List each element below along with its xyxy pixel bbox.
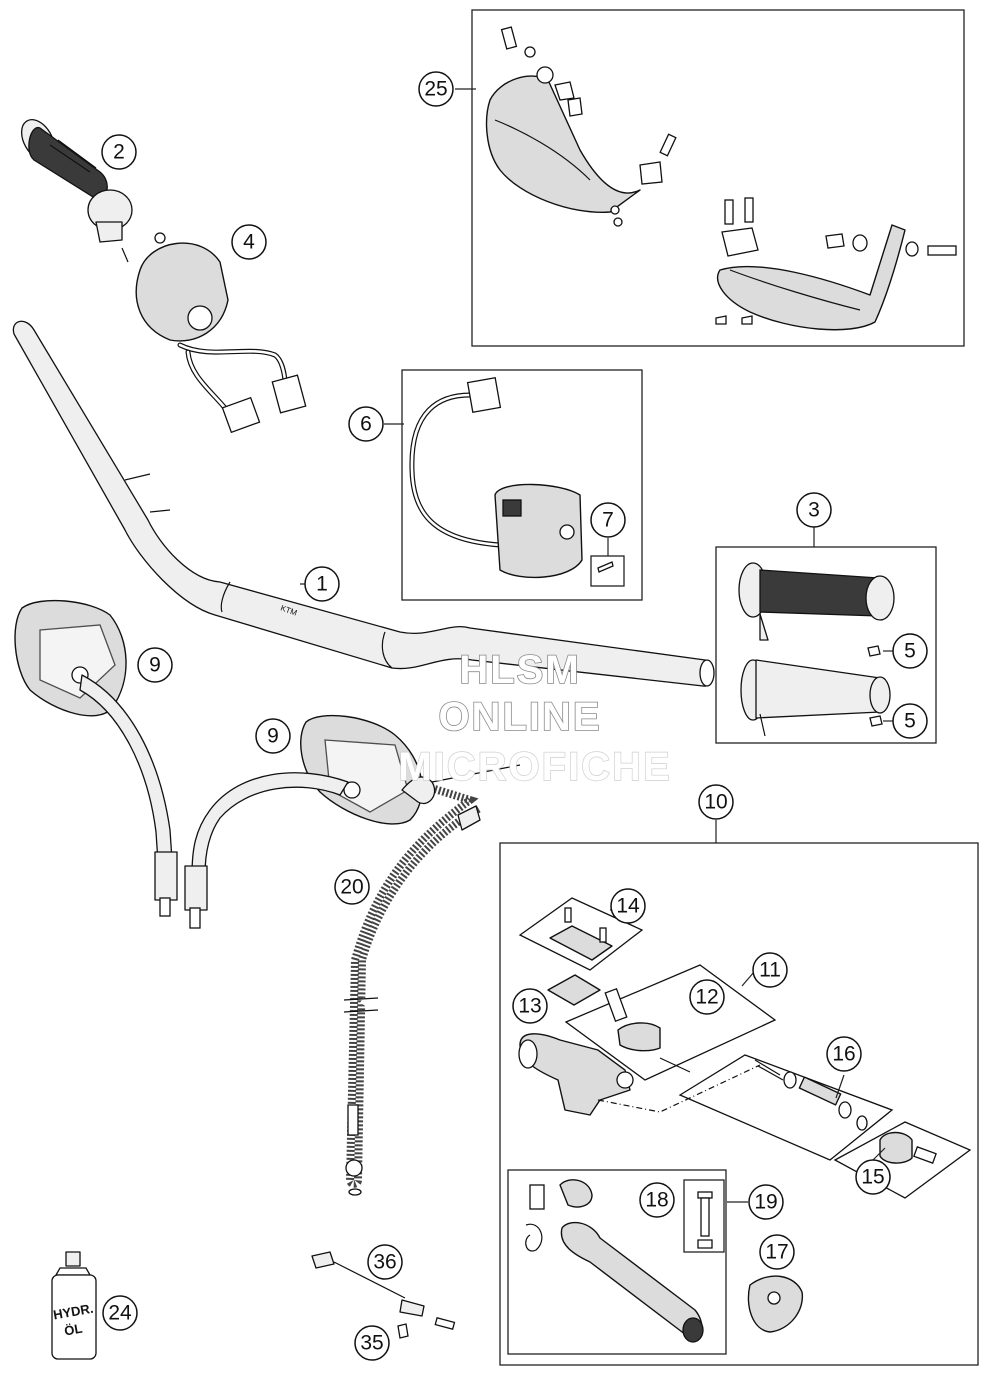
clutch-cover-14 xyxy=(518,897,644,971)
svg-text:17: 17 xyxy=(765,1241,788,1264)
callout-3: 3 xyxy=(796,492,832,528)
svg-text:4: 4 xyxy=(243,231,255,254)
svg-text:19: 19 xyxy=(754,1191,777,1214)
callout-11: 11 xyxy=(752,952,788,988)
svg-text:16: 16 xyxy=(832,1043,855,1066)
svg-text:3: 3 xyxy=(808,499,820,522)
group-box-switch xyxy=(401,369,643,601)
grip-left xyxy=(20,119,133,263)
svg-text:35: 35 xyxy=(360,1332,383,1355)
callouts: 1 2 3 4 5 5 6 7 9 9 10 11 12 13 14 15 16… xyxy=(101,71,928,1361)
callout-6: 6 xyxy=(348,406,384,442)
svg-text:9: 9 xyxy=(149,654,161,677)
callout-4: 4 xyxy=(231,224,267,260)
adjuster-17 xyxy=(747,1275,804,1333)
clutch-line xyxy=(343,764,521,1196)
callout-20: 20 xyxy=(334,869,370,905)
svg-text:7: 7 xyxy=(602,509,614,532)
svg-text:11: 11 xyxy=(759,959,781,982)
watermark-line2: ONLINE xyxy=(438,695,601,739)
screw-5-upper xyxy=(867,645,881,657)
watermark-line1: HLSM xyxy=(459,648,580,692)
handguard-right xyxy=(715,197,957,331)
callout-13: 13 xyxy=(512,988,548,1024)
bottle-label-line1: HYDR. xyxy=(52,1301,94,1323)
svg-text:13: 13 xyxy=(518,995,541,1018)
svg-text:1: 1 xyxy=(316,573,328,596)
handguard-left xyxy=(485,26,677,227)
callout-2: 2 xyxy=(101,134,137,170)
callout-35: 35 xyxy=(354,1325,390,1361)
mirror-left xyxy=(14,599,178,917)
throttle-grip xyxy=(738,562,895,737)
group-box-lever-pin xyxy=(683,1179,725,1253)
clutch-sensor xyxy=(311,1251,456,1330)
right-switch xyxy=(409,377,583,579)
svg-text:14: 14 xyxy=(616,895,640,918)
callout-7: 7 xyxy=(590,502,626,538)
svg-text:10: 10 xyxy=(704,791,727,814)
group-box-screw-7 xyxy=(590,555,625,587)
clutch-piston-16 xyxy=(678,1054,894,1161)
clutch-master-body xyxy=(518,1033,634,1116)
lever-pin-18 xyxy=(697,1191,713,1249)
svg-text:25: 25 xyxy=(424,78,447,101)
group-box-lever xyxy=(507,1169,727,1355)
callout-25: 25 xyxy=(418,71,454,107)
callout-15: 15 xyxy=(855,1159,891,1195)
svg-text:9: 9 xyxy=(267,725,279,748)
callout-10: 10 xyxy=(698,784,734,820)
callout-9b: 9 xyxy=(255,718,291,754)
callout-5b: 5 xyxy=(892,703,928,739)
svg-text:6: 6 xyxy=(360,413,372,436)
handlebar: KTM xyxy=(12,320,715,687)
svg-text:18: 18 xyxy=(645,1189,668,1212)
left-switch xyxy=(135,232,307,434)
callout-36: 36 xyxy=(367,1244,403,1280)
group-box-clutch-assembly xyxy=(499,842,979,1366)
svg-text:36: 36 xyxy=(373,1251,396,1274)
callout-19: 19 xyxy=(748,1184,784,1220)
svg-text:12: 12 xyxy=(695,986,718,1009)
svg-text:20: 20 xyxy=(340,876,363,899)
svg-text:5: 5 xyxy=(904,710,916,733)
callout-9a: 9 xyxy=(137,647,173,683)
watermark: HLSM ONLINE MICROFICHE xyxy=(398,647,671,790)
callout-1: 1 xyxy=(304,566,340,602)
callout-16: 16 xyxy=(826,1036,862,1072)
callout-5a: 5 xyxy=(892,633,928,669)
svg-text:15: 15 xyxy=(861,1166,884,1189)
screw-7 xyxy=(597,561,614,573)
svg-text:24: 24 xyxy=(108,1302,132,1325)
svg-text:5: 5 xyxy=(904,640,916,663)
mirror-right xyxy=(184,714,423,929)
group-box-grips xyxy=(715,546,937,744)
callout-24: 24 xyxy=(102,1295,138,1331)
callout-18: 18 xyxy=(639,1182,675,1218)
watermark-line3: MICROFICHE xyxy=(398,745,671,789)
bottle-label-line2: ÖL xyxy=(63,1321,83,1339)
group-box-handguards xyxy=(471,9,965,347)
svg-text:2: 2 xyxy=(113,141,125,164)
screw-5-lower xyxy=(869,715,883,727)
clutch-lever-19 xyxy=(525,1179,704,1343)
callout-12: 12 xyxy=(689,979,725,1015)
screw-35 xyxy=(397,1323,409,1339)
hydraulic-oil-bottle: HYDR. ÖL xyxy=(51,1251,97,1360)
callout-17: 17 xyxy=(759,1234,795,1270)
clutch-gasket-13 xyxy=(547,974,601,1006)
callout-14: 14 xyxy=(610,888,646,924)
